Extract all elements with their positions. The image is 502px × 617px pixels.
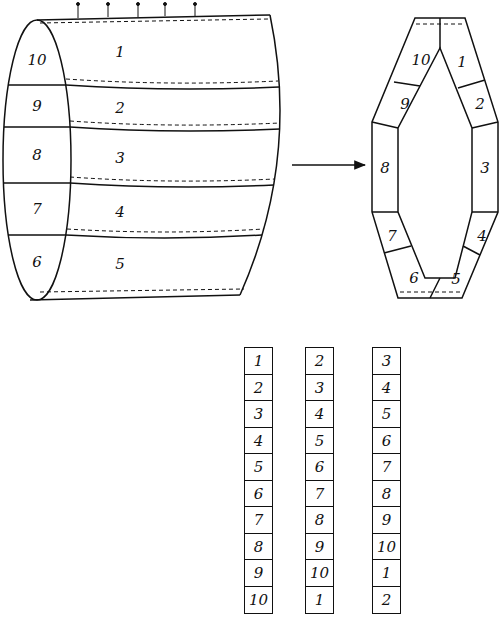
panel-divider — [384, 80, 485, 255]
hexagonal-frame — [372, 18, 498, 298]
end-ellipse — [3, 20, 71, 300]
table-cell: 9 — [244, 559, 273, 587]
table-cell: 5 — [372, 400, 401, 428]
table-cell: 1 — [372, 559, 401, 587]
seam-line — [400, 24, 464, 292]
cell-number: 5 — [315, 432, 325, 450]
part-number: 9 — [32, 99, 42, 114]
part-number: 3 — [480, 161, 490, 176]
seam-line — [40, 19, 268, 292]
table-cell: 7 — [244, 506, 273, 534]
table-cell: 3 — [244, 400, 273, 428]
cell-number: 7 — [382, 458, 392, 476]
part-number: 1 — [457, 55, 467, 70]
cell-number: 10 — [377, 538, 396, 556]
cell-number: 4 — [315, 405, 325, 423]
table-cell: 10 — [372, 533, 401, 561]
part-number: 2 — [115, 101, 125, 116]
table-cell: 7 — [305, 480, 334, 508]
part-number: 10 — [411, 53, 430, 68]
table-cell: 7 — [372, 453, 401, 481]
part-number: 4 — [477, 229, 487, 244]
cell-number: 3 — [254, 405, 264, 423]
cell-number: 7 — [254, 511, 264, 529]
part-number: 10 — [27, 53, 46, 68]
table-cell: 9 — [305, 533, 334, 561]
table-cell: 3 — [305, 374, 334, 402]
cell-number: 1 — [315, 591, 325, 609]
transform-arrow — [292, 164, 365, 166]
cell-number: 2 — [254, 379, 264, 397]
table-cell: 6 — [305, 453, 334, 481]
part-number: 7 — [387, 229, 397, 244]
inner-outline — [398, 48, 472, 278]
table-cell: 2 — [244, 374, 273, 402]
cell-number: 6 — [315, 458, 325, 476]
cell-number: 6 — [254, 485, 264, 503]
cell-number: 8 — [382, 485, 392, 503]
table-cell: 8 — [305, 506, 334, 534]
seam-line — [66, 79, 280, 232]
part-number: 6 — [409, 271, 419, 286]
band-boundary — [66, 85, 280, 238]
part-number: 5 — [451, 272, 461, 287]
table-cell: 10 — [305, 559, 334, 587]
part-number: 3 — [115, 151, 125, 166]
cell-number: 9 — [382, 511, 392, 529]
cell-number: 3 — [382, 352, 392, 370]
part-number: 5 — [115, 257, 125, 272]
table-cell: 3 — [372, 347, 401, 375]
cell-number: 2 — [382, 591, 392, 609]
table-cell: 4 — [244, 427, 273, 455]
table-cell: 9 — [372, 506, 401, 534]
part-number: 8 — [32, 148, 42, 163]
table-cell: 2 — [305, 347, 334, 375]
part-number: 2 — [475, 97, 485, 112]
table-cell: 2 — [372, 586, 401, 614]
cell-number: 8 — [254, 538, 264, 556]
part-number: 8 — [380, 161, 390, 176]
cell-number: 1 — [382, 564, 392, 582]
table-cell: 6 — [244, 480, 273, 508]
part-number: 6 — [32, 255, 42, 270]
pin — [77, 3, 197, 19]
bottom-edge — [30, 295, 240, 300]
part-number: 7 — [32, 202, 42, 217]
cell-number: 3 — [315, 379, 325, 397]
cell-number: 9 — [315, 538, 325, 556]
end-divider — [4, 85, 70, 235]
cell-number: 9 — [254, 564, 264, 582]
table-cell: 4 — [305, 400, 334, 428]
part-number: 9 — [400, 97, 410, 112]
cell-number: 6 — [382, 432, 392, 450]
cell-number: 8 — [315, 511, 325, 529]
cell-number: 2 — [315, 352, 325, 370]
outer-outline — [372, 18, 498, 298]
table-cell: 8 — [372, 480, 401, 508]
panel-divider — [372, 18, 498, 298]
cell-number: 10 — [310, 564, 329, 582]
table-cell: 5 — [244, 453, 273, 481]
cell-number: 7 — [315, 485, 325, 503]
table-cell: 5 — [305, 427, 334, 455]
cell-number: 4 — [254, 432, 264, 450]
part-number: 4 — [115, 205, 125, 220]
table-cell: 1 — [244, 347, 273, 375]
cell-number: 5 — [382, 405, 392, 423]
cell-number: 1 — [254, 352, 264, 370]
cell-number: 5 — [254, 458, 264, 476]
table-cell: 8 — [244, 533, 273, 561]
table-cell: 4 — [372, 374, 401, 402]
table-cell: 1 — [305, 586, 334, 614]
part-number: 1 — [115, 45, 125, 60]
cylinder-sheet — [3, 3, 280, 301]
right-edge — [240, 15, 280, 295]
top-edge — [37, 15, 270, 20]
cell-number: 4 — [382, 379, 392, 397]
table-cell: 6 — [372, 427, 401, 455]
table-cell: 10 — [244, 586, 273, 614]
cell-number: 10 — [249, 591, 268, 609]
